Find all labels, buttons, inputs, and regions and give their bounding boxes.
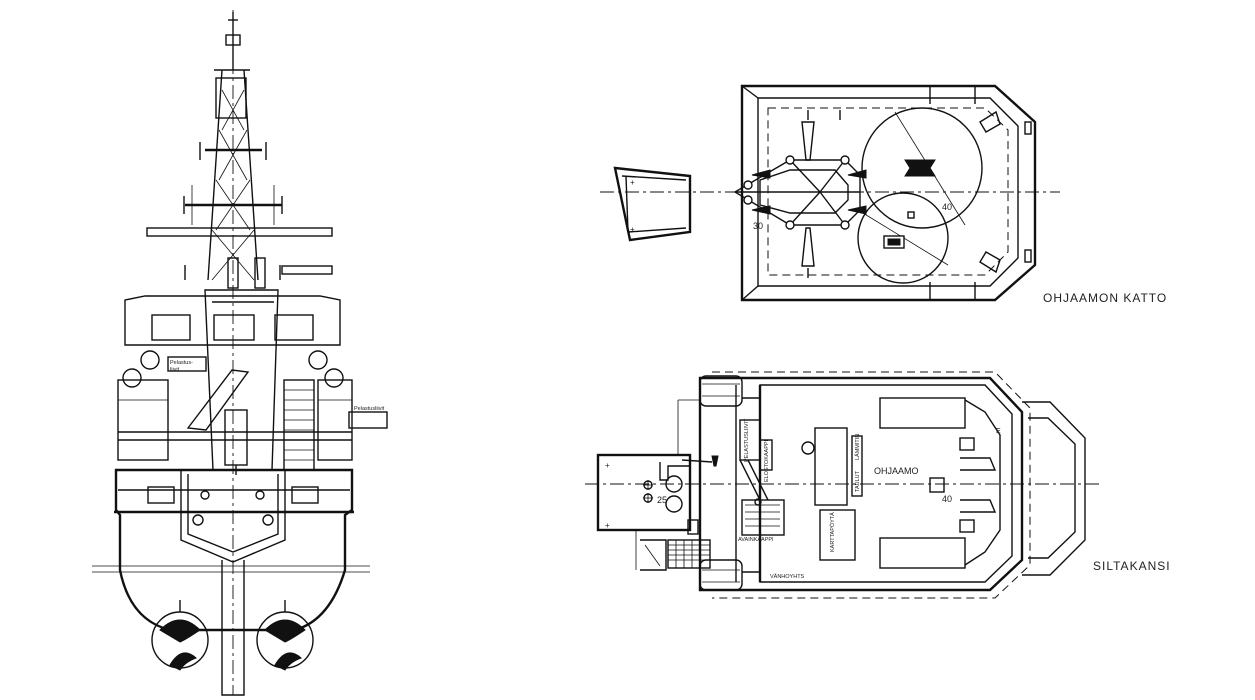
bridge-plan-title: SILTAKANSI — [1093, 559, 1171, 573]
label-pelastus: Pelastus- — [170, 360, 193, 366]
label-pelastusliivit: Pelastusliivit — [354, 406, 385, 412]
label-lammitin: LÄMMITIN — [854, 434, 861, 460]
svg-text:+: + — [605, 521, 610, 530]
svg-text:+: + — [605, 461, 610, 470]
room-ohjaamo: OHJAAMO — [874, 466, 919, 476]
svg-text:+: + — [630, 178, 635, 187]
label-elostokaappi: ELOSTOKAAPPI — [764, 439, 770, 482]
front-view: Pelastus- liivit Pelastusliivit — [92, 10, 388, 696]
label-pelastusliivit-deck: PELASTUSLIIVIT — [744, 418, 750, 462]
bridge-plan: + + OHJAAMO 25 40 E SILTAKANSI PELASTUSL… — [585, 371, 1171, 599]
superstructure — [117, 289, 388, 475]
roof-plan-title: OHJAAMON KATTO — [1043, 291, 1167, 305]
mast — [146, 12, 333, 289]
label-vanhoyhts: VÄNHOYHTS — [770, 573, 805, 580]
roof-dim-30: 30 — [753, 221, 763, 231]
tag-e: E — [996, 428, 1001, 435]
label-avainkaappi: AVAINKAAPPI — [738, 537, 774, 543]
hull — [114, 468, 354, 696]
bridge-dim-40: 40 — [942, 494, 952, 504]
roof-plan: + + 30 40 OHJAAMON KATTO — [600, 84, 1167, 305]
label-liivit: liivit — [170, 367, 180, 373]
roof-dim-40: 40 — [942, 202, 952, 212]
label-karttapoyta: KARTTAPÖYTÄ — [829, 512, 836, 552]
bridge-dim-25: 25 — [657, 495, 667, 505]
svg-text:+: + — [630, 225, 635, 234]
label-taulut: TAULUT — [855, 470, 861, 492]
